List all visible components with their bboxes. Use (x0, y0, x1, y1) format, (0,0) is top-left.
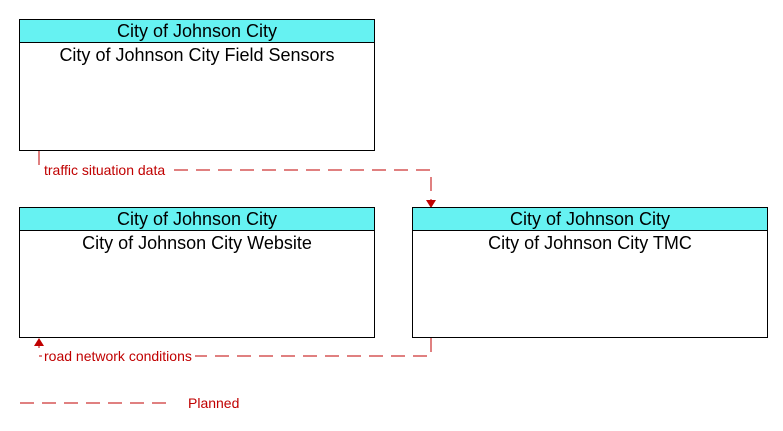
flow-label-text: road network conditions (44, 348, 192, 364)
node-name: City of Johnson City Field Sensors (59, 45, 335, 65)
flow-line-road-network-conditions (38, 338, 432, 357)
flow-line-traffic-situation-data (38, 151, 432, 200)
legend-planned-label: Planned (188, 395, 240, 411)
node-owner: City of Johnson City (413, 208, 767, 231)
flow-label-text: traffic situation data (44, 162, 166, 178)
arrowhead-website (34, 338, 44, 346)
node-name: City of Johnson City TMC (488, 233, 692, 253)
node-owner: City of Johnson City (20, 208, 374, 231)
node-field-sensors: City of Johnson City City of Johnson Cit… (19, 19, 375, 151)
node-owner: City of Johnson City (20, 20, 374, 43)
node-tmc: City of Johnson City City of Johnson Cit… (412, 207, 768, 338)
flow-label-traffic-situation-data: traffic situation data (42, 162, 169, 178)
arrowhead-tmc (426, 200, 436, 208)
node-website: City of Johnson City City of Johnson Cit… (19, 207, 375, 338)
node-name: City of Johnson City Website (82, 233, 312, 253)
flow-label-road-network-conditions: road network conditions (42, 348, 195, 364)
